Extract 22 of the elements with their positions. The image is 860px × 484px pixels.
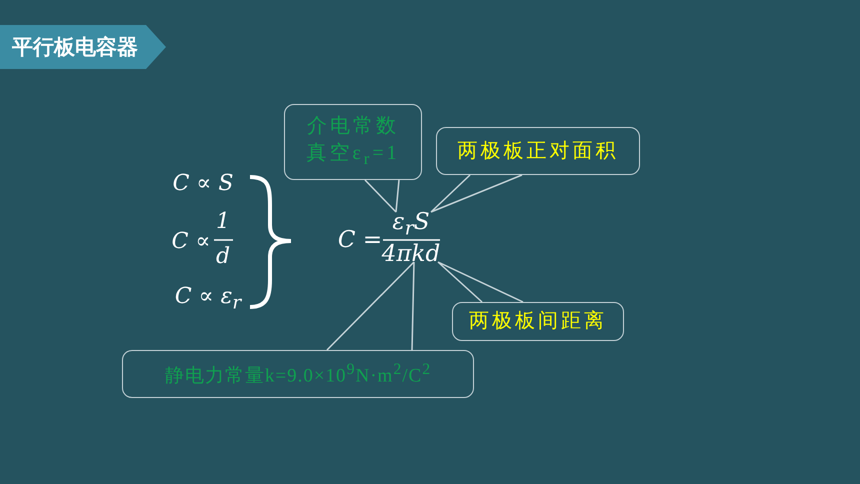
formula-text: C ∝ xyxy=(170,228,212,256)
callout-text: 两极板间距离 xyxy=(469,309,607,334)
formula-text: C = xyxy=(340,226,380,253)
title-banner: 平行板电容器 xyxy=(0,25,166,69)
speech-bubble xyxy=(436,127,640,175)
speech-bubble xyxy=(452,302,624,341)
callout-text: 真空ε$_{r}$=1 xyxy=(306,141,400,170)
callout-tail xyxy=(326,261,415,351)
callout-text: 介电常数 xyxy=(307,114,399,140)
formula-text: ε$_{r}$S xyxy=(391,210,431,238)
speech-bubble xyxy=(122,350,474,398)
formula-text: C ∝ S xyxy=(172,170,234,198)
callout-tail xyxy=(437,261,524,303)
formula-text: 1 xyxy=(215,208,231,234)
callout-tail xyxy=(430,174,523,213)
callout-text: 静电力常量k=9.0×10$^{9}$N·m$^{2}$/C$^{2}$ xyxy=(164,360,432,388)
speech-bubble xyxy=(284,104,422,180)
callout-text: 两极板正对面积 xyxy=(458,138,618,164)
formula-text: C ∝ ε$_{r}$ xyxy=(174,283,243,315)
formula-text: d xyxy=(214,243,232,269)
formula-text: 4πkd xyxy=(382,240,440,268)
callout-tail xyxy=(364,179,400,213)
